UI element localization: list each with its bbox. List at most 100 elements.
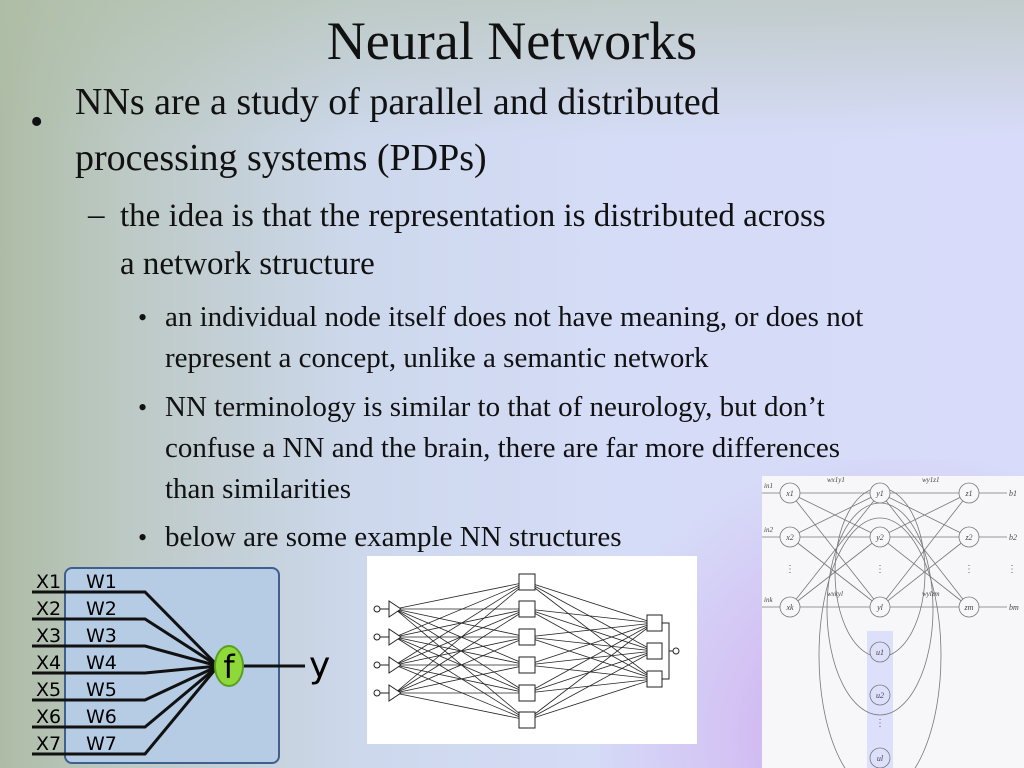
hidden-node xyxy=(518,573,536,591)
weight-label: W4 xyxy=(86,652,117,674)
ellipsis: ⋮ xyxy=(785,564,795,575)
weight-label: W5 xyxy=(86,679,117,701)
node-label: y2 xyxy=(875,533,884,542)
connection xyxy=(394,581,528,694)
input-label: in2 xyxy=(764,526,773,534)
input-label: ink xyxy=(764,596,773,604)
node xyxy=(869,596,891,618)
hidden-node xyxy=(518,628,536,646)
node-label: u1 xyxy=(876,648,884,657)
connection xyxy=(394,581,528,610)
weight-label: wx1y1 xyxy=(827,476,845,484)
input-terminal xyxy=(373,689,381,697)
bullet-icon: • xyxy=(138,393,148,422)
node-label: yl xyxy=(876,603,884,612)
connection xyxy=(879,492,970,538)
ellipsis: ⋮ xyxy=(1007,564,1017,575)
node-label: y1 xyxy=(875,489,884,498)
input-label: X3 xyxy=(36,625,61,647)
connection xyxy=(879,536,970,608)
node xyxy=(869,526,891,548)
output-terminal xyxy=(672,647,680,655)
input-terminal xyxy=(373,661,381,669)
bullet-text: NN terminology is similar to that of neu… xyxy=(165,391,825,423)
input-line xyxy=(32,664,219,702)
bullet-text: processing systems (PDPs) xyxy=(75,137,487,179)
node xyxy=(869,641,891,663)
output-label: y xyxy=(309,645,330,686)
input-label: X4 xyxy=(36,652,61,674)
connection xyxy=(789,492,881,538)
connection xyxy=(526,622,655,721)
input-label: X2 xyxy=(36,598,61,620)
dash-icon: – xyxy=(88,197,105,233)
bullet-text: than similarities xyxy=(165,473,352,505)
input-label: X7 xyxy=(36,733,61,755)
input-label: X1 xyxy=(36,571,61,593)
output-label: b1 xyxy=(1009,489,1017,498)
feedforward-network-diagram xyxy=(367,556,697,744)
weight-label: wxkyl xyxy=(827,590,843,598)
recurrent-loop xyxy=(818,517,942,768)
hidden-node xyxy=(518,684,536,702)
output-label: bm xyxy=(1009,603,1019,612)
weight-label: W1 xyxy=(86,571,117,593)
node xyxy=(869,747,891,768)
node-label: zm xyxy=(964,603,974,612)
connection xyxy=(526,581,655,624)
node-label: z1 xyxy=(964,489,972,498)
node xyxy=(869,482,891,504)
connection xyxy=(526,622,655,666)
bullet-icon: • xyxy=(30,101,44,143)
connection xyxy=(394,692,528,721)
connection xyxy=(394,636,528,694)
input-node xyxy=(388,628,402,646)
input-line xyxy=(32,644,219,668)
weight-label: W7 xyxy=(86,733,117,755)
node xyxy=(869,684,891,706)
input-node xyxy=(388,684,402,702)
output-node xyxy=(646,670,663,688)
bullet-text: NNs are a study of parallel and distribu… xyxy=(75,81,720,123)
input-line xyxy=(32,664,219,729)
connection xyxy=(789,492,881,608)
input-line xyxy=(32,665,220,756)
bullet-text: below are some example NN structures xyxy=(165,521,622,553)
background xyxy=(0,0,1024,140)
weight-label: wylzm xyxy=(922,590,940,598)
connection xyxy=(526,678,655,694)
bullet-text: confuse a NN and the brain, there are fa… xyxy=(165,432,840,464)
node-label: x1 xyxy=(785,489,794,498)
input-line xyxy=(32,617,219,668)
input-line xyxy=(32,664,219,675)
input-label: X6 xyxy=(36,706,61,728)
ellipsis: ⋮ xyxy=(875,564,885,575)
node-label: x2 xyxy=(785,533,794,542)
ellipsis: ⋮ xyxy=(875,718,885,729)
weight-label: wy1z1 xyxy=(922,476,940,484)
connection xyxy=(526,608,655,624)
input-node xyxy=(388,600,402,618)
input-label: in1 xyxy=(764,482,773,490)
bullet-icon: • xyxy=(138,523,148,552)
connection xyxy=(394,581,528,666)
connection xyxy=(526,678,655,721)
connection xyxy=(526,650,655,721)
connection xyxy=(526,622,655,694)
connection xyxy=(526,622,655,638)
bullet-text: the idea is that the representation is d… xyxy=(120,198,826,234)
bullet-icon: • xyxy=(138,303,148,332)
input-line xyxy=(32,590,220,668)
output-node xyxy=(646,642,663,660)
weight-label: W6 xyxy=(86,706,117,728)
node-label: z2 xyxy=(964,533,972,542)
input-terminal xyxy=(373,605,381,613)
weight-label: W3 xyxy=(86,625,117,647)
hidden-node xyxy=(518,711,536,729)
function-label: f xyxy=(223,648,235,686)
bullet-text: represent a concept, unlike a semantic n… xyxy=(165,342,709,374)
connection xyxy=(394,608,528,638)
ellipsis: ⋮ xyxy=(964,564,974,575)
hidden-node xyxy=(518,600,536,618)
